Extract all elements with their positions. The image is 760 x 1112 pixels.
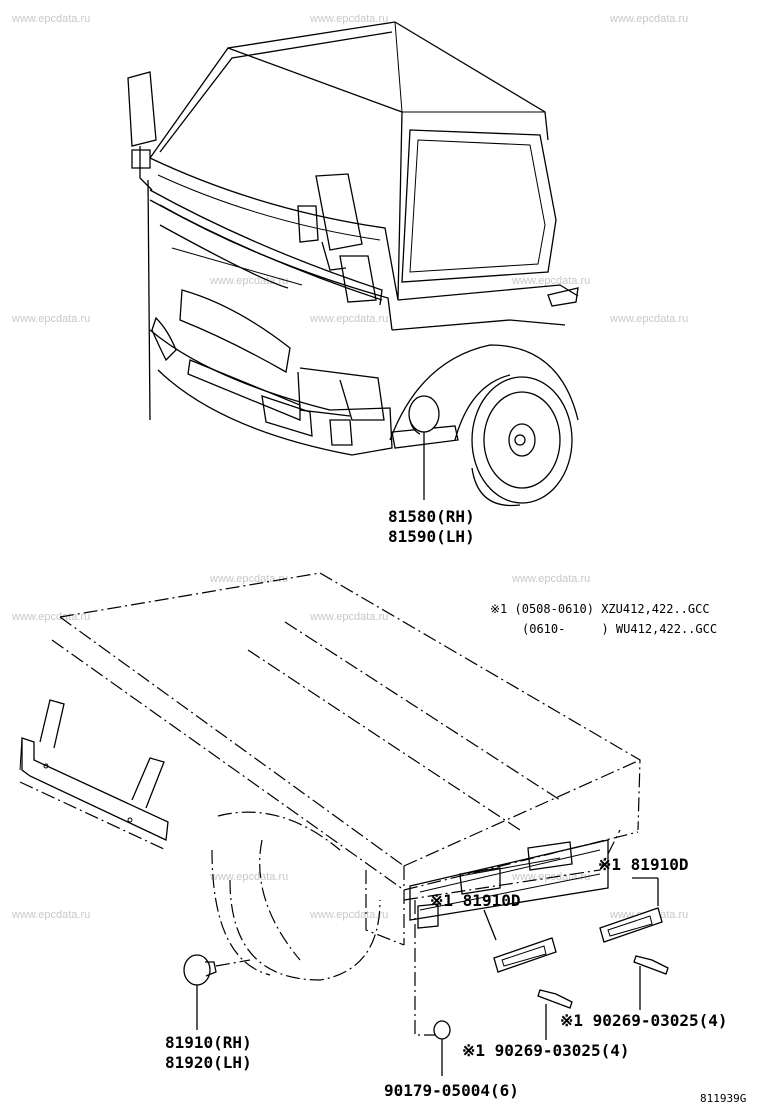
watermark: www.epcdata.ru [609,13,688,25]
license-lamp-right-label: ※1 81910D [598,855,688,874]
watermark: www.epcdata.ru [511,573,590,585]
screw-right [633,955,669,1010]
watermark: www.epcdata.ru [209,275,288,287]
grommet [433,1020,451,1076]
watermark: www.epcdata.ru [309,909,388,921]
watermark: www.epcdata.ru [309,13,388,25]
truck-rear-body-drawing [19,572,641,1036]
license-lamp-left [483,909,557,973]
watermark: www.epcdata.ru [11,313,90,325]
license-lamp-left-label: ※1 81910D [430,891,520,910]
side-marker-lamp [408,395,440,500]
watermark: www.epcdata.ru [309,611,388,623]
license-lamp-right [599,877,663,943]
rear-reflector [183,954,251,1030]
watermark: www.epcdata.ru [11,13,90,25]
watermark: www.epcdata.ru [209,871,288,883]
applicability-note-2: (0610- ) WU412,422..GCC [522,622,717,636]
side-marker-rh-label: 81580(RH) [388,507,475,526]
watermark: www.epcdata.ru [309,313,388,325]
figure-number: 811939G [700,1092,746,1105]
watermarks: www.epcdata.ru www.epcdata.ru www.epcdat… [11,13,688,921]
rear-reflector-lh-label: 81920(LH) [165,1053,252,1072]
screw-left-label: ※1 90269-03025(4) [462,1041,630,1060]
screw-left [537,989,573,1040]
rear-reflector-rh-label: 81910(RH) [165,1033,252,1052]
side-marker-lh-label: 81590(LH) [388,527,475,546]
truck-cab-front-drawing [127,21,579,507]
watermark: www.epcdata.ru [209,573,288,585]
grommet-label: 90179-05004(6) [384,1081,519,1100]
watermark: www.epcdata.ru [11,611,90,623]
screw-right-label: ※1 90269-03025(4) [560,1011,728,1030]
watermark: www.epcdata.ru [11,909,90,921]
applicability-note-1: ※1 (0508-0610) XZU412,422..GCC [490,602,710,616]
watermark: www.epcdata.ru [609,313,688,325]
watermark: www.epcdata.ru [511,275,590,287]
